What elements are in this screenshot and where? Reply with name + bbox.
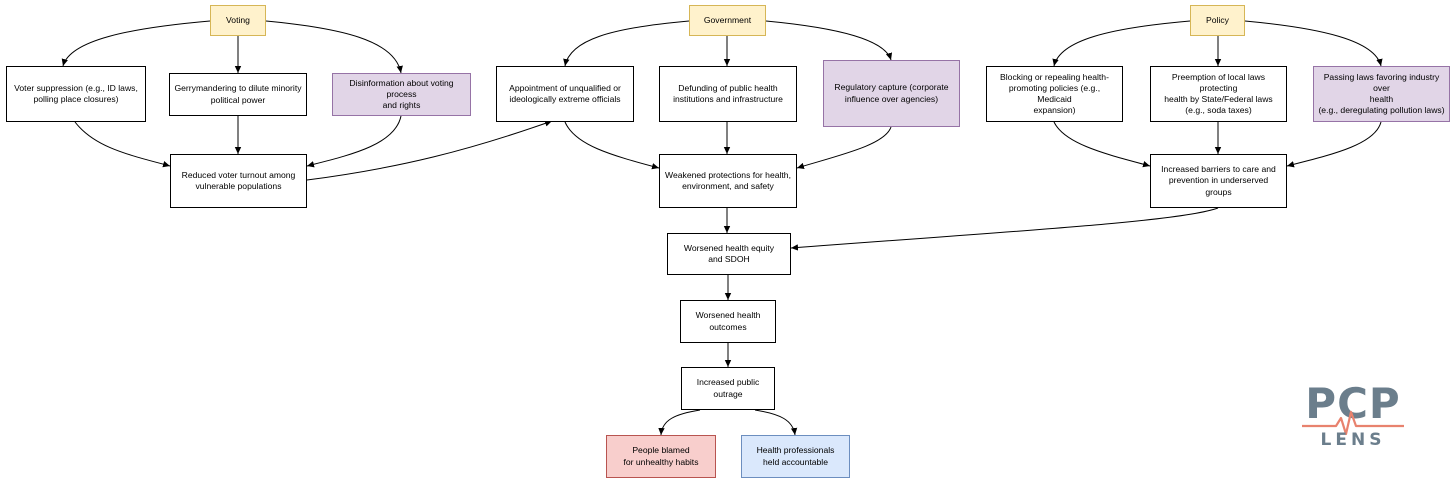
node-preemption: Preemption of local laws protecting heal… — [1150, 66, 1287, 122]
node-preemption-label: Preemption of local laws protecting heal… — [1164, 71, 1273, 116]
edge-government-to-regulatory — [765, 20, 893, 61]
node-passing-laws-label: Passing laws favoring industry over heal… — [1318, 71, 1445, 116]
category-government-label: Government — [703, 14, 752, 25]
category-policy: Policy — [1190, 5, 1245, 36]
category-voting: Voting — [210, 5, 266, 36]
edge-outrage-to-blamed — [658, 409, 701, 436]
edge-appointment-to-weakened — [564, 121, 660, 170]
edge-turnout-to-appointment — [306, 120, 553, 181]
node-defunding: Defunding of public health institutions … — [659, 66, 797, 122]
edge-voter-suppression-to-turnout — [74, 121, 171, 168]
node-worsened-outcomes: Worsened health outcomes — [680, 300, 776, 343]
edge-government-to-appointment — [563, 20, 690, 67]
node-people-blamed-label: People blamed for unhealthy habits — [623, 445, 699, 467]
node-defunding-label: Defunding of public health institutions … — [673, 82, 783, 104]
node-weakened-protections-label: Weakened protections for health, environ… — [665, 169, 791, 191]
node-increased-barriers-label: Increased barriers to care and preventio… — [1161, 164, 1276, 197]
edge-blocking-to-barriers — [1053, 121, 1151, 168]
node-voter-suppression-label: Voter suppression (e.g., ID laws, pollin… — [14, 82, 138, 104]
node-increased-barriers: Increased barriers to care and preventio… — [1150, 154, 1287, 208]
node-people-blamed: People blamed for unhealthy habits — [606, 435, 716, 478]
edge-voting-to-voter-suppression — [61, 20, 211, 67]
edge-barriers-to-equity — [790, 207, 1219, 251]
edge-disinformation-to-turnout — [306, 115, 402, 168]
node-blocking-policies-label: Blocking or repealing health- promoting … — [1000, 71, 1109, 116]
edge-regulatory-to-weakened — [796, 126, 892, 170]
node-reduced-turnout-label: Reduced voter turnout among vulnerable p… — [181, 169, 296, 191]
category-voting-label: Voting — [226, 14, 250, 25]
node-regulatory-capture: Regulatory capture (corporate influence … — [823, 60, 960, 127]
node-blocking-policies: Blocking or repealing health- promoting … — [986, 66, 1123, 122]
node-appointment: Appointment of unqualified or ideologica… — [496, 66, 634, 122]
node-appointment-label: Appointment of unqualified or ideologica… — [509, 82, 621, 104]
node-worsened-outcomes-label: Worsened health outcomes — [695, 310, 761, 332]
node-voter-suppression: Voter suppression (e.g., ID laws, pollin… — [6, 66, 146, 122]
node-disinformation-label: Disinformation about voting process and … — [349, 77, 454, 111]
node-public-outrage-label: Increased public outrage — [696, 377, 760, 399]
node-disinformation: Disinformation about voting process and … — [332, 73, 471, 116]
node-professionals-accountable: Health professionals held accountable — [741, 435, 850, 478]
logo-sub-text: LENS — [1320, 430, 1386, 450]
node-reduced-turnout: Reduced voter turnout among vulnerable p… — [170, 154, 307, 208]
node-public-outrage: Increased public outrage — [681, 367, 775, 410]
edge-policy-to-passing — [1244, 20, 1383, 67]
node-gerrymandering-label: Gerrymandering to dilute minority politi… — [174, 83, 302, 105]
edge-passing-to-barriers — [1286, 121, 1382, 168]
node-worsened-equity: Worsened health equity and SDOH — [667, 233, 791, 275]
heartbeat-pulse-icon — [1302, 410, 1404, 436]
pcp-lens-logo: PCP LENS — [1300, 382, 1410, 454]
node-worsened-equity-label: Worsened health equity and SDOH — [683, 242, 775, 264]
category-government: Government — [689, 5, 766, 36]
node-passing-laws: Passing laws favoring industry over heal… — [1313, 66, 1450, 122]
node-regulatory-capture-label: Regulatory capture (corporate influence … — [834, 82, 949, 104]
node-gerrymandering: Gerrymandering to dilute minority politi… — [169, 73, 307, 116]
category-policy-label: Policy — [1206, 14, 1229, 25]
edge-voting-to-disinformation — [265, 20, 403, 74]
node-professionals-accountable-label: Health professionals held accountable — [756, 445, 835, 467]
edge-policy-to-blocking — [1052, 20, 1191, 67]
edge-outrage-to-accountable — [754, 409, 798, 436]
node-weakened-protections: Weakened protections for health, environ… — [659, 154, 797, 208]
